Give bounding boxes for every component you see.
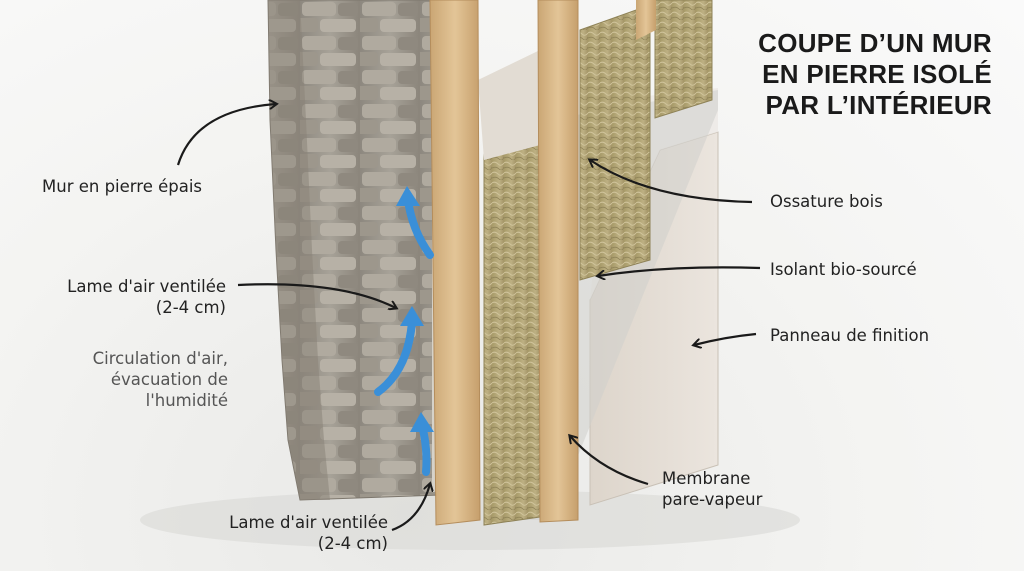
label-ossature: Ossature bois	[770, 191, 883, 212]
label-circulation-line2: évacuation de	[60, 369, 228, 390]
label-lame-air-top-line2: (2-4 cm)	[38, 297, 226, 318]
title-line-3: PAR L’INTÉRIEUR	[758, 90, 992, 121]
label-mur-pierre: Mur en pierre épais	[42, 176, 202, 197]
label-circulation-line3: l'humidité	[60, 390, 228, 411]
insulation-back	[580, 5, 650, 280]
board	[478, 50, 540, 160]
label-isolant: Isolant bio-sourcé	[770, 259, 917, 280]
title-line-2: EN PIERRE ISOLÉ	[758, 59, 992, 90]
label-lame-air-bottom-line1: Lame d'air ventilée	[198, 512, 388, 533]
leader-mur-pierre	[178, 104, 276, 165]
label-lame-air-bottom: Lame d'air ventilée (2-4 cm)	[198, 512, 388, 554]
label-membrane: Membrane pare-vapeur	[662, 468, 762, 510]
label-lame-air-bottom-line2: (2-4 cm)	[198, 533, 388, 554]
label-lame-air-top-line1: Lame d'air ventilée	[38, 276, 226, 297]
air-arrow-bottom	[422, 425, 427, 472]
label-lame-air-top: Lame d'air ventilée (2-4 cm)	[38, 276, 226, 318]
wood-stud-front	[430, 0, 480, 525]
wood-stud-back	[636, 0, 656, 40]
label-panneau: Panneau de finition	[770, 325, 929, 346]
label-membrane-line1: Membrane	[662, 468, 762, 489]
diagram-title: COUPE D’UN MUR EN PIERRE ISOLÉ PAR L’INT…	[758, 28, 992, 121]
insulation-back-2	[655, 0, 712, 118]
label-membrane-line2: pare-vapeur	[662, 489, 762, 510]
wood-stud-middle	[538, 0, 578, 522]
title-line-1: COUPE D’UN MUR	[758, 28, 992, 59]
label-circulation-line1: Circulation d'air,	[60, 348, 228, 369]
label-circulation: Circulation d'air, évacuation de l'humid…	[60, 348, 228, 411]
